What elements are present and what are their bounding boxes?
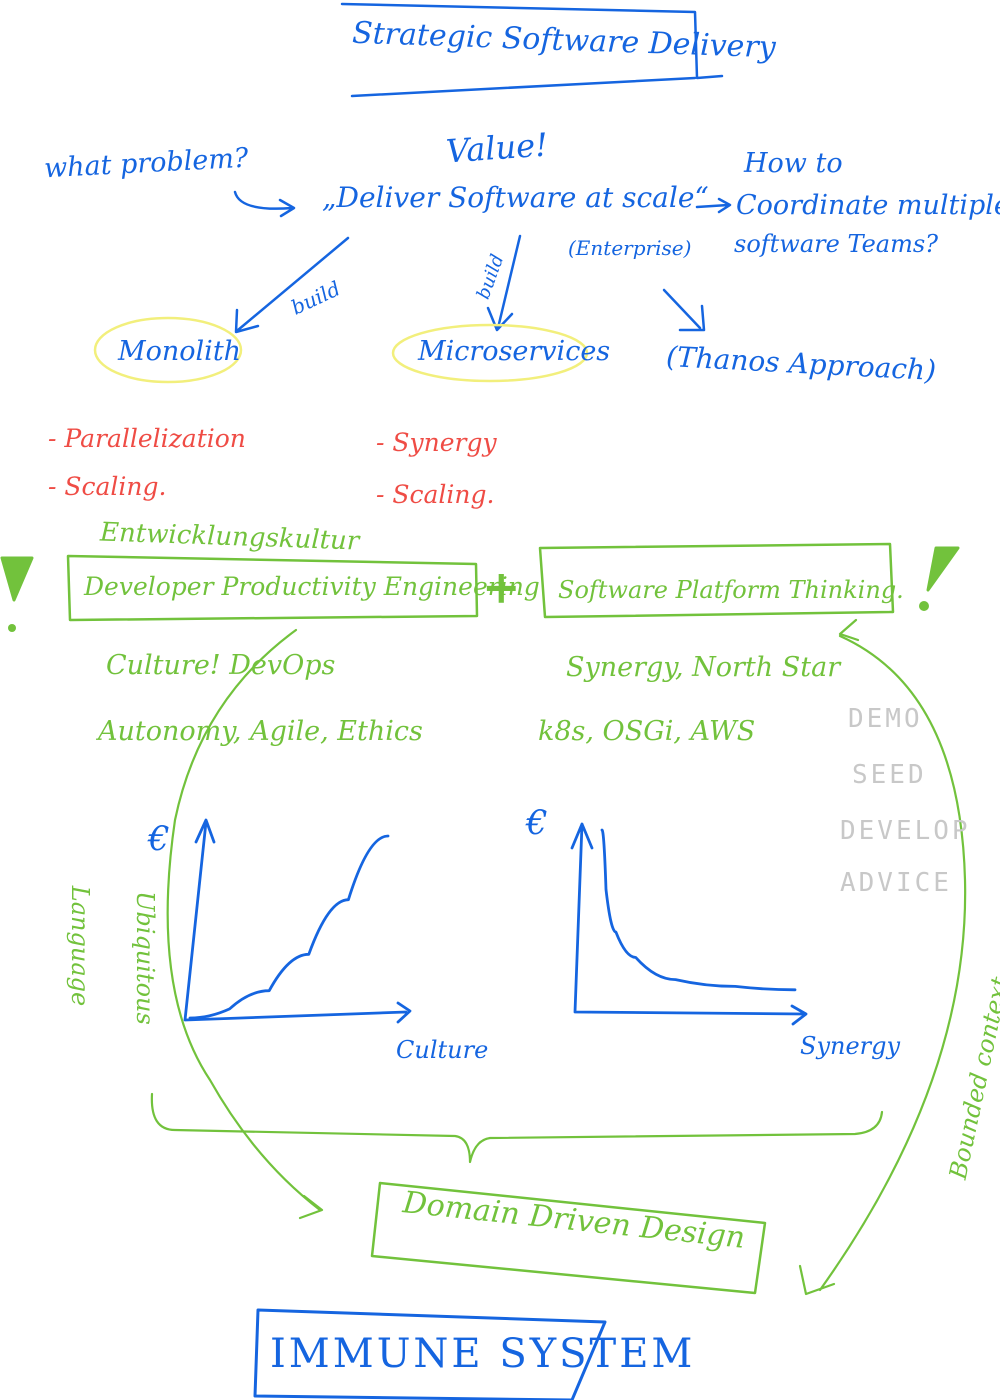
- left-chart-curve: [188, 834, 390, 1020]
- coordinate-arrow: [695, 197, 732, 214]
- microservices-label: Microservices: [418, 336, 611, 367]
- developer-productivity-engineering: Developer Productivity Engineering: [84, 572, 540, 601]
- left-chart-xlabel: Culture: [396, 1036, 489, 1064]
- left-chart-axes: [183, 818, 412, 1024]
- grey-item-develop: DEVELOP: [840, 816, 971, 846]
- monolith-label: Monolith: [118, 336, 242, 367]
- ddd-box-outline: [370, 1181, 767, 1295]
- microservices-issue-1: - Synergy: [376, 428, 497, 457]
- coordinate-question-line-2: Coordinate multiple: [736, 190, 1000, 221]
- right-chart-axes: [570, 822, 808, 1026]
- dpe-box-outline: [66, 554, 479, 622]
- brace: [150, 1092, 884, 1164]
- enterprise-note: (Enterprise): [568, 236, 692, 260]
- microservices-oval: [391, 323, 589, 383]
- monolith-issue-2: - Scaling.: [48, 472, 167, 501]
- right-chart-ylabel: €: [526, 803, 548, 843]
- monolith-oval: [93, 316, 243, 384]
- immune-box-outline: [253, 1308, 607, 1400]
- immune-system: IMMUNE SYSTEM: [270, 1331, 696, 1377]
- dpe-note-line-2: Autonomy, Agile, Ethics: [98, 716, 423, 747]
- right-exclamation-mark: [926, 546, 960, 592]
- deliver-software-at-scale: „Deliver Software at scale“: [322, 181, 709, 214]
- coordinate-question-line-3: software Teams?: [734, 230, 939, 258]
- thanos-arrow: [662, 288, 706, 332]
- spt-box-outline: [538, 542, 895, 619]
- build-middle-arrow: [486, 234, 522, 332]
- right-chart-curve: [600, 828, 797, 992]
- title-box: [340, 2, 724, 98]
- right-chart-xlabel: Synergy: [800, 1032, 901, 1060]
- left-chart-ylabel: €: [148, 819, 170, 859]
- spt-note-line-1: Synergy, North Star: [566, 652, 841, 683]
- spt-note-line-2: k8s, OSGi, AWS: [538, 716, 756, 747]
- left-vertical-note-1: Ubiquitous: [130, 891, 159, 1025]
- microservices-issue-2: - Scaling.: [376, 480, 495, 509]
- grey-item-advice: ADVICE: [840, 868, 952, 898]
- value-heading: Value!: [444, 125, 550, 171]
- culture-loop-curve: [166, 628, 324, 1220]
- software-platform-thinking: Software Platform Thinking.: [558, 576, 904, 604]
- grey-item-seed: SEED: [852, 760, 927, 790]
- monolith-issue-1: - Parallelization: [48, 424, 246, 453]
- build-left-arrow: [234, 236, 350, 334]
- left-vertical-note-2: Language: [66, 885, 95, 1007]
- coordinate-question-line-1: How to: [744, 148, 843, 179]
- dpe-note-line-1: Culture! DevOps: [106, 650, 336, 681]
- bounded-context-curve: [798, 634, 967, 1296]
- plus-sign: +: [482, 560, 521, 614]
- grey-item-demo: DEMO: [848, 704, 923, 734]
- left-exclamation-mark: [0, 556, 34, 602]
- problem-arrow: [233, 190, 296, 218]
